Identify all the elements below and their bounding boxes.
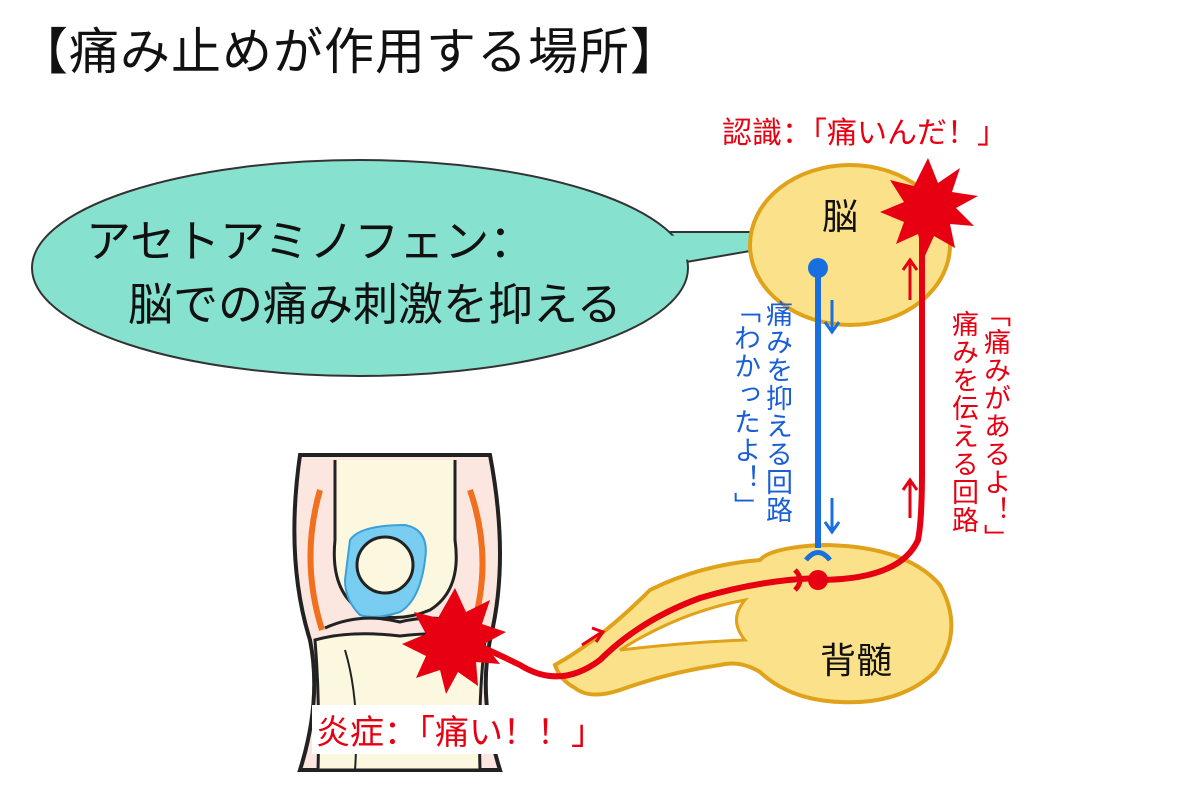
bubble-line-2: 脳での痛み刺激を抑える <box>128 278 622 331</box>
arrow-down-icon <box>823 498 841 535</box>
arrow-up-icon <box>901 477 919 518</box>
arrow-right-icon <box>581 626 606 647</box>
bubble-line-1: アセトアミノフェン： <box>86 215 535 268</box>
pain-burst-icon <box>880 158 978 258</box>
spinal-cord-label: 背髄 <box>820 641 893 682</box>
knee-joint <box>292 453 503 772</box>
inflammation-text: 炎症：「痛い！！」 <box>312 705 609 754</box>
transmit-pathway-name: 痛みを伝える回路 <box>947 310 978 534</box>
arrow-down-icon <box>823 300 841 335</box>
recognition-text: 認識：「痛いんだ！」 <box>722 116 1007 151</box>
inhibit-pathway-message: 「わかったよ！」 <box>729 296 760 520</box>
page-title: 【痛み止めが作用する場所】 <box>18 23 681 81</box>
inhibit-pathway <box>804 258 841 562</box>
transmit-pathway-message: 「痛みがあるよ！」 <box>979 300 1010 552</box>
transmit-pathway <box>464 220 925 680</box>
spinal-cord <box>552 542 954 705</box>
inhibit-pathway-name: 痛みを抑える回路 <box>761 300 792 524</box>
brain-label: 脳 <box>822 197 859 238</box>
arrow-up-icon <box>901 257 919 300</box>
pain-burst-icon <box>402 588 506 694</box>
